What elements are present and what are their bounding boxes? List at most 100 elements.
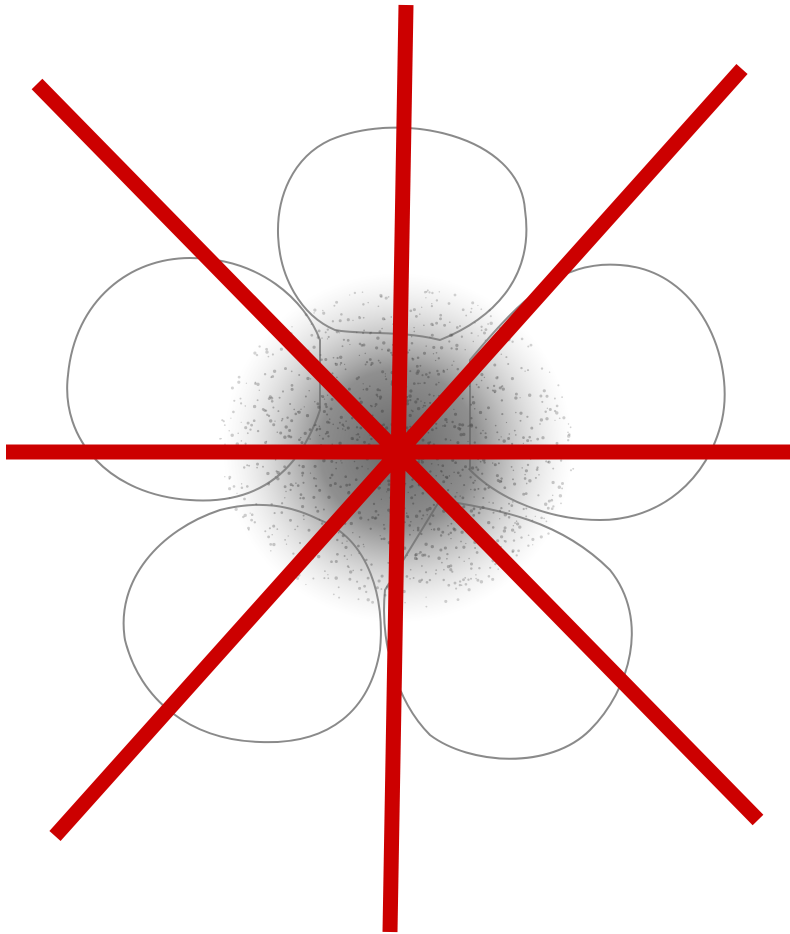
stipple-dot [411,485,414,488]
stipple-dot [415,515,418,518]
stipple-dot [455,588,457,590]
stipple-dot [496,431,498,433]
stipple-dot [540,418,543,421]
stipple-dot [541,367,543,369]
stipple-dot [284,539,286,541]
stipple-dot [561,396,563,398]
stipple-dot [418,580,421,583]
stipple-dot [442,579,444,581]
stipple-dot [363,389,365,391]
stipple-dot [414,494,416,496]
stipple-dot [470,567,472,569]
stipple-dot [449,475,451,477]
stipple-dot [292,552,294,554]
stipple-dot [305,313,308,316]
stipple-dot [298,438,301,441]
stipple-dot [468,468,470,470]
stipple-dot [349,344,350,345]
stipple-dot [513,525,514,526]
stipple-dot [338,586,340,588]
stipple-dot [546,521,548,523]
stipple-dot [444,418,447,421]
stipple-dot [381,499,382,500]
stipple-dot [409,309,412,312]
stipple-dot [420,533,422,535]
stipple-dot [328,336,330,338]
stipple-dot [511,528,514,531]
stipple-dot [363,546,364,547]
stipple-dot [435,423,437,425]
stipple-dot [476,384,478,386]
stipple-dot [241,422,242,423]
stipple-dot [409,399,411,401]
stipple-dot [284,485,287,488]
stipple-dot [473,496,474,497]
stipple-dot [527,545,529,547]
stipple-dot [559,417,561,419]
stipple-dot [428,393,430,395]
stipple-dot [433,504,435,506]
stipple-dot [270,503,272,505]
stipple-dot [490,315,492,317]
stipple-dot [370,438,372,440]
stipple-dot [377,396,379,398]
stipple-dot [556,442,559,445]
stipple-dot [527,369,529,371]
stipple-dot [537,494,539,496]
stipple-dot [382,341,385,344]
stipple-dot [480,308,482,310]
stipple-dot [409,578,411,580]
stipple-dot [419,313,421,315]
stipple-dot [487,487,489,489]
stipple-dot [324,358,327,361]
stipple-dot [308,529,311,532]
stipple-dot [493,364,496,367]
stipple-dot [431,305,433,307]
stipple-dot [358,587,361,590]
stipple-dot [453,409,454,410]
stipple-dot [321,395,322,396]
stipple-dot [476,579,479,582]
stipple-dot [374,406,376,408]
stipple-dot [477,305,478,306]
stipple-dot [475,578,477,580]
stipple-dot [429,579,431,581]
stipple-dot [442,480,445,483]
stipple-dot [440,534,442,536]
stipple-dot [270,550,271,551]
stipple-dot [386,491,387,492]
stipple-dot [485,328,488,331]
stipple-dot [319,519,321,521]
stipple-dot [291,326,292,327]
stipple-dot [269,419,272,422]
stipple-dot [338,532,340,534]
stipple-dot [356,581,358,583]
stipple-dot [248,465,250,467]
stipple-dot [507,363,509,365]
stipple-dot [376,586,379,589]
stipple-dot [470,562,473,565]
stipple-dot [324,398,325,399]
stipple-dot [448,340,450,342]
stipple-dot [437,557,440,560]
stipple-dot [514,430,516,432]
stipple-dot [458,423,461,426]
stipple-dot [515,412,517,414]
stipple-dot [450,532,452,534]
stipple-dot [484,436,487,439]
stipple-dot [462,505,465,508]
stipple-dot [219,438,221,440]
stipple-dot [268,356,270,358]
stipple-dot [313,477,315,479]
stipple-dot [367,598,370,601]
stipple-dot [480,461,482,463]
stipple-dot [265,348,268,351]
stipple-dot [356,438,359,441]
stipple-dot [473,508,476,511]
stipple-dot [435,383,437,385]
stipple-dot [390,352,392,354]
stipple-dot [427,514,428,515]
stipple-dot [465,349,466,350]
stipple-dot [474,488,476,490]
stipple-dot [524,474,525,475]
